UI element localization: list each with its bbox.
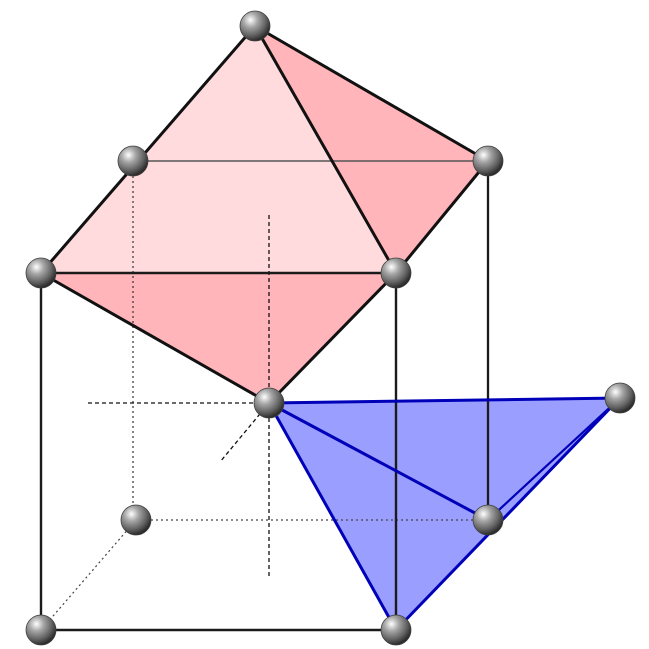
atom-tetrahedron-right-vertex [604, 382, 636, 414]
atom-tetrahedron-right-vertex-sphere [604, 382, 636, 414]
octahedron-edge-top-left [39, 25, 257, 274]
atom-cube-back-left-bottom-sphere [120, 504, 152, 536]
atom-cube-front-left-middle [25, 257, 57, 289]
atom-cube-front-left-bottom [25, 614, 57, 646]
atom-cube-back-left-middle [117, 145, 149, 177]
octahedron-face-upper-right [255, 26, 488, 273]
atom-cube-back-right-middle [472, 145, 504, 177]
tetrahedron-face [269, 398, 620, 630]
octahedron-edge-lower-right [267, 271, 398, 405]
atom-cube-front-right-middle [380, 257, 412, 289]
atom-cube-back-left-bottom [120, 504, 152, 536]
octahedron-face-upper-left [41, 26, 396, 273]
octahedron-edge-top-front [253, 25, 398, 274]
tetrahedron-edge-top [268, 396, 621, 405]
atom-center-shared-vertex [253, 387, 285, 419]
tetrahedron-edge-right [394, 396, 622, 632]
tetrahedron-edge-left [267, 402, 398, 631]
axis-line-diagonal [219, 402, 270, 463]
tetrahedron-edge-internal [268, 401, 489, 522]
atom-cube-back-left-middle-sphere [117, 145, 149, 177]
atoms-layer [25, 10, 636, 646]
atom-octahedron-apex-top-sphere [239, 10, 271, 42]
hidden-edge-back-left-bottom-diagonal [40, 519, 137, 631]
atom-cube-front-left-bottom-sphere [25, 614, 57, 646]
tetrahedron-edge-back [487, 397, 621, 521]
octahedron-edge-right-side [394, 160, 490, 274]
atom-cube-front-right-bottom-sphere [380, 614, 412, 646]
atom-cube-front-left-middle-sphere [25, 257, 57, 289]
octahedron-face-lower-front [41, 273, 396, 403]
atom-cube-front-right-bottom [380, 614, 412, 646]
atom-octahedron-apex-top [239, 10, 271, 42]
atom-cube-back-right-bottom-sphere [472, 504, 504, 536]
atom-cube-back-right-middle-sphere [472, 145, 504, 177]
octahedron-edge-lower-left [40, 271, 270, 405]
atom-center-shared-vertex-sphere [253, 387, 285, 419]
atom-cube-back-right-bottom [472, 504, 504, 536]
atom-cube-front-right-middle-sphere [380, 257, 412, 289]
octahedron-edge-top-right [254, 24, 489, 163]
